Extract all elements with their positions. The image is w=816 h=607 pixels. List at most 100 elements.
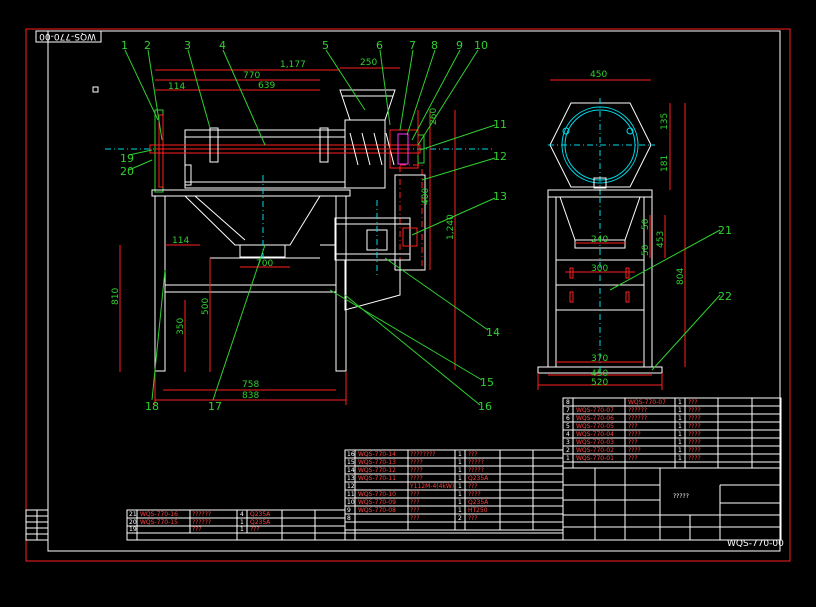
bom-m-code-7: WQS-770-08 [358,507,396,514]
balloon-12: 12 [493,150,507,163]
title-stamp: WQS-770-00 [39,31,96,41]
dim-240: 240 [591,235,608,245]
bom-l-code-1: WQS-770-15 [140,519,178,526]
bom-m-name-0: ???????? [410,451,435,458]
bom-r-no-2: 6 [566,415,570,422]
bom-m-mat-3: Q235A [468,475,489,482]
dimension-lines [119,67,686,405]
bom-r-mat-5: ???? [688,439,701,446]
bom-r-mat-6: ???? [688,447,701,454]
bom-r-qty-6: 1 [678,447,682,454]
dim-500: 500 [201,298,211,315]
bom-r-code-7: WQS-770-01 [576,455,614,462]
bom-m-name-5: ??? [410,491,420,498]
bom-m-no-0: 16 [347,451,355,458]
balloon-21: 21 [718,224,732,237]
bom-m-qty-5: 1 [458,491,462,498]
outer-frame [25,28,791,562]
balloon-leaders [124,49,721,406]
bom-r-code-6: WQS-770-02 [576,447,614,454]
dim-450b: 450 [591,369,608,379]
dimension-texts: 1,177 250 114 770 639 260 400 1,240 114 … [111,58,686,401]
bom-l-name-1: ?????? [192,519,211,526]
bom-l-mat-0: Q235A [250,511,271,518]
bom-l-qty-1: 1 [240,519,244,526]
bom-left-rows: 21 WQS-770-16 ?????? 4 Q235A 20 WQS-770-… [129,511,271,533]
bom-m-name-2: ???? [410,467,423,474]
balloon-8: 8 [431,39,438,52]
bom-r-no-4: 4 [566,431,570,438]
bom-l-mat-2: ??? [250,526,260,533]
side-view [537,98,663,380]
title-stamp-box [35,30,102,43]
bom-m-no-1: 15 [347,459,355,466]
bom-m-qty-7: 1 [458,507,462,514]
bom-r-qty-7: 1 [678,455,682,462]
bom-m-mat-5: ???? [468,491,481,498]
bom-r-no-1: 7 [566,407,570,414]
bom-r-code-1: WQS-770-07 [576,407,614,414]
balloon-14: 14 [486,326,500,339]
dim-838: 838 [242,391,259,401]
bom-m-no-2: 14 [347,467,355,474]
bom-m-no-6: 10 [347,499,355,506]
bom-m-mat-6: Q235A [468,499,489,506]
bom-r-mat-1: ???? [688,407,701,414]
bom-m-mat-0: ??? [468,451,478,458]
bom-r-qty-5: 1 [678,439,682,446]
bom-right-rows: 8 WQS-770-07 1 ??? 7 WQS-770-07 ?????? 1… [566,399,701,462]
crosshair-marker [92,86,99,93]
revision-strip [127,532,781,541]
balloon-2: 2 [144,39,151,52]
bom-m-mat-4: ??? [468,483,478,490]
left-margin-table [25,509,49,541]
bom-mid-rows: 16 WQS-770-14 ???????? 1 ??? 15 WQS-770-… [347,451,489,522]
dim-260: 260 [429,108,439,125]
bom-l-code-0: WQS-770-16 [140,511,178,518]
inner-frame [47,30,781,552]
balloon-3: 3 [184,39,191,52]
bom-r-name-5: ??? [628,439,638,446]
dim-400: 400 [421,188,431,205]
dim-370: 370 [591,354,608,364]
balloon-6: 6 [376,39,383,52]
bom-m-code-2: WQS-770-12 [358,467,396,474]
dim-639: 639 [258,81,275,91]
bom-m-name-1: ???? [410,459,423,466]
bom-m-name-4: Y112M-4(4kW) [409,483,454,490]
bom-l-no-1: 20 [129,519,137,526]
dim-50b: 50 [641,244,651,256]
dim-520: 520 [591,378,608,388]
bom-r-qty-4: 1 [678,431,682,438]
bom-r-code-2: WQS-770-06 [576,415,614,422]
bom-m-no-5: 11 [347,491,355,498]
dim-300: 300 [591,264,608,274]
bom-r-name-1: ?????? [628,407,647,414]
dim-770: 770 [243,71,260,81]
bom-r-no-0: 8 [566,399,570,406]
dim-804: 804 [676,268,686,285]
bom-r-no-5: 3 [566,439,570,446]
dim-700: 700 [256,259,273,269]
bom-m-name-8: ??? [410,515,420,522]
bom-m-mat-1: ????? [468,459,484,466]
balloon-10: 10 [474,39,488,52]
balloon-7: 7 [409,39,416,52]
bom-r-code-4: WQS-770-04 [576,431,614,438]
bom-r-no-6: 2 [566,447,570,454]
bom-m-code-5: WQS-770-10 [358,491,396,498]
bom-m-qty-0: 1 [458,451,462,458]
balloon-11: 11 [493,118,507,131]
bom-m-qty-4: 1 [458,483,462,490]
dim-810: 810 [111,288,121,305]
bom-m-code-3: WQS-770-11 [358,475,396,482]
drawing-code: WQS-770-00 [727,539,784,549]
bom-l-no-0: 21 [129,511,137,518]
bom-r-qty-2: 1 [678,415,682,422]
title-block [562,467,782,541]
bom-m-code-1: WQS-770-13 [358,459,396,466]
dim-181: 181 [660,155,670,172]
bom-r-name-3: ??? [628,423,638,430]
bom-r-mat-0: ??? [688,399,698,406]
